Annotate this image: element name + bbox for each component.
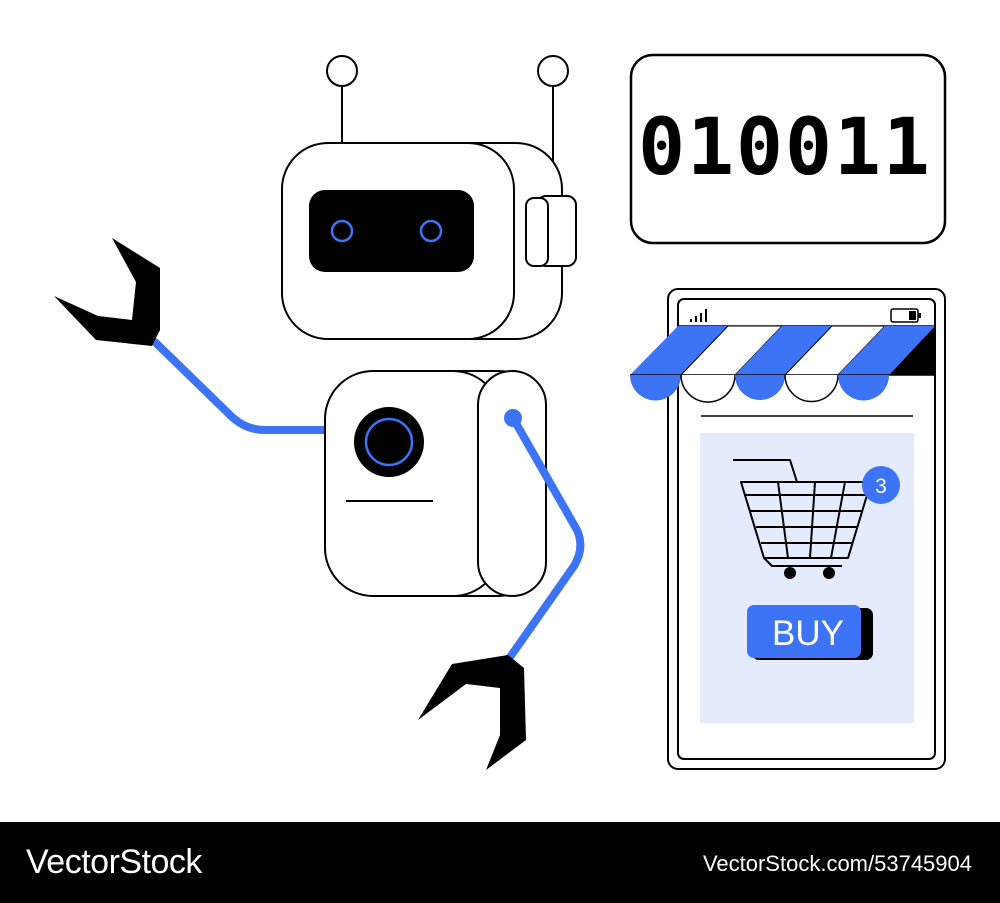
- robot-visor: [309, 190, 474, 272]
- binary-code-text: 010011: [638, 103, 932, 193]
- shopping-cart-icon: [733, 459, 872, 567]
- smartphone: 3 BUY: [630, 288, 946, 770]
- battery-icon: [890, 308, 921, 323]
- robot-arm-right: [418, 409, 585, 770]
- signal-bars-icon: [690, 309, 707, 322]
- robot-shoulder: [477, 370, 547, 597]
- buy-button-label: BUY: [772, 614, 844, 653]
- robot-eye-left: [330, 219, 354, 243]
- watermark-ref: VectorStock.com/53745904: [702, 851, 972, 876]
- robot-claw-right-icon: [418, 655, 526, 770]
- robot-eye-right: [419, 219, 443, 243]
- cart-badge-count: 3: [875, 475, 887, 498]
- robot-claw-left-icon: [54, 238, 160, 346]
- robot-body: [324, 370, 547, 597]
- robot-arm-joint: [504, 409, 522, 427]
- cart-badge: [862, 466, 900, 504]
- watermark-brand: VectorStock: [26, 843, 202, 881]
- shop-awning: [630, 325, 935, 403]
- antenna-left: [326, 55, 358, 146]
- cart-wheel-right: [823, 567, 835, 579]
- cart-wheel-left: [784, 567, 796, 579]
- robot-chest-sensor: [354, 407, 424, 477]
- robot-arm-left: [54, 238, 334, 434]
- buy-button[interactable]: BUY: [747, 605, 873, 660]
- robot-head: [281, 142, 577, 340]
- watermark-bar: VectorStock VectorStock.com/53745904: [0, 822, 1000, 903]
- binary-display: 010011: [629, 53, 947, 245]
- robot-shopping-illustration: 010011: [54, 53, 947, 770]
